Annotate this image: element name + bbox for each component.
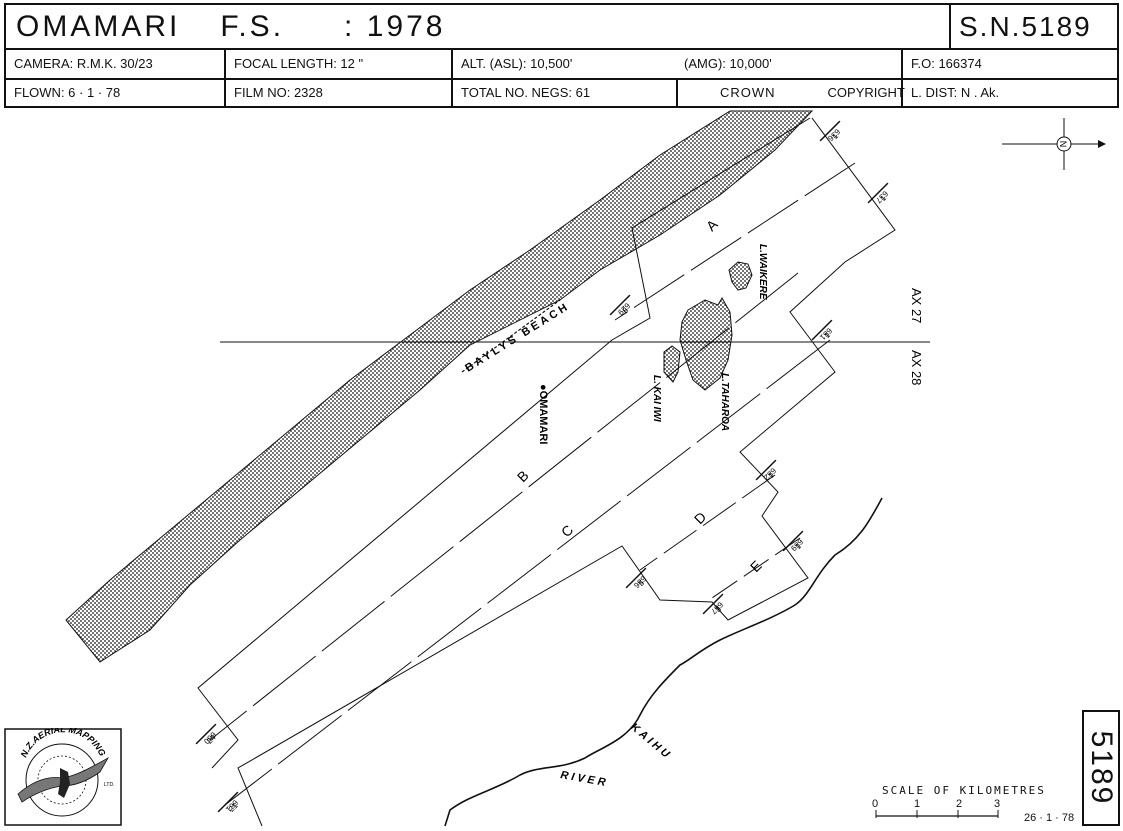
scale-tick-1: 1 [914, 798, 921, 810]
label-waikere: L.WAIKERE [757, 244, 768, 300]
scale-tick-3: 3 [994, 798, 1001, 810]
alt-amg: (AMG): 10,000' [684, 55, 772, 71]
svg-text:1: 1 [794, 541, 804, 551]
fo-number: F.O: 166374 [901, 48, 1121, 78]
run-line-c [224, 339, 831, 806]
flown-date: FLOWN: 6 · 1 · 78 [14, 84, 121, 100]
l-dist: L. DIST: N . Ak. [901, 78, 1121, 106]
run-line-b [209, 272, 799, 741]
north-letter: N [1058, 141, 1068, 148]
svg-text:1: 1 [823, 330, 833, 340]
title-suffix: F.S. [220, 9, 285, 43]
svg-text:1: 1 [767, 470, 777, 480]
run-letter-b: B [514, 467, 532, 485]
camera: CAMERA: R.M.K. 30/23 [14, 55, 153, 71]
scale-ruler [875, 810, 999, 818]
run-letter-d: D [691, 509, 709, 527]
sheet-number-box: 5189 [1082, 710, 1120, 826]
frame-mark-689: 689 1 [782, 530, 805, 553]
frame-mark-661: 661 21 [217, 791, 240, 814]
run-line-d [639, 474, 776, 571]
header-row-camera: CAMERA: R.M.K. 30/23 FOCAL LENGTH: 12 " … [6, 48, 1117, 80]
scale-tick-0: 0 [872, 798, 879, 810]
beach-line [461, 299, 561, 373]
run-line-a [614, 162, 856, 321]
frame-mark-636: 636 1 [819, 120, 842, 143]
label-river-kaihu: KAIHU [628, 721, 674, 762]
coverage-outline [237, 117, 896, 827]
scale-tick-2: 2 [956, 798, 963, 810]
north-arrow-icon: N [1002, 118, 1106, 170]
frame-mark-681: 681 1 [811, 319, 834, 342]
label-ax28: AX 28 [909, 350, 924, 385]
run-letter-a: A [703, 216, 721, 234]
scale-title: SCALE OF KILOMETRES [882, 784, 1046, 797]
header-row-title: OMAMARI F.S. : 1978 S.N.5189 [6, 5, 1117, 50]
survey-number: S.N.5189 [949, 5, 1121, 48]
focal-length: FOCAL LENGTH: 12 " [224, 48, 451, 78]
svg-text:1: 1 [831, 131, 841, 141]
frame-mark-637: 637 1 [867, 182, 890, 205]
sheet-number: 5189 [1085, 730, 1118, 806]
film-number: FILM NO: 2328 [224, 78, 451, 106]
label-ax27: AX 27 [909, 288, 924, 323]
copyright-label: COPYRIGHT [827, 84, 905, 100]
title-year: : 1978 [344, 9, 446, 43]
frame-mark-629: 629 8 [609, 294, 632, 317]
lake-waikere [728, 261, 753, 291]
frame-mark-686: 686 5 [625, 567, 648, 590]
lake-kaiiwi [663, 345, 681, 383]
header-row-flight: FLOWN: 6 · 1 · 78 FILM NO: 2328 TOTAL NO… [6, 78, 1117, 106]
label-omamari: ●OMAMARI [537, 384, 549, 444]
logo-sub: LTD. [104, 782, 114, 788]
svg-text:8: 8 [621, 305, 631, 315]
label-river: RIVER [559, 769, 609, 789]
title-cell: OMAMARI F.S. : 1978 [6, 5, 949, 48]
label-kaiiwi: L. KAI IWI [651, 375, 662, 422]
frame-mark-682: 682 1 [755, 459, 778, 482]
svg-text:3: 3 [714, 604, 724, 614]
kaihu-river-line [444, 497, 883, 827]
map-header: OMAMARI F.S. : 1978 S.N.5189 CAMERA: R.M… [4, 3, 1119, 108]
lake-taharoa [679, 296, 733, 391]
title-place: OMAMARI [16, 9, 181, 43]
crown-copyright: CROWN COPYRIGHT [676, 78, 905, 106]
frame-mark-660: 660 24 [195, 723, 218, 746]
scale-date: 26 · 1 · 78 [1024, 812, 1075, 824]
frame-mark-687: 687 3 [702, 593, 725, 616]
nz-aerial-mapping-logo: N.Z.AERIAL MAPPING LTD. [4, 724, 122, 826]
total-negs: TOTAL NO. NEGS: 61 [451, 78, 676, 106]
coastal-dune-strip [65, 110, 814, 663]
label-taharoa: L.TAHAROA [719, 373, 730, 431]
alt-asl: ALT. (ASL): 10,500' [451, 48, 676, 78]
scale-bar: SCALE OF KILOMETRES 0 1 2 3 26 · 1 · 78 [868, 784, 1078, 828]
coverage-outline-left [197, 117, 811, 769]
logo-emblem: N.Z.AERIAL MAPPING LTD. [4, 724, 122, 826]
svg-text:1: 1 [879, 193, 889, 203]
crown-label: CROWN [720, 84, 776, 100]
svg-text:5: 5 [637, 578, 647, 588]
